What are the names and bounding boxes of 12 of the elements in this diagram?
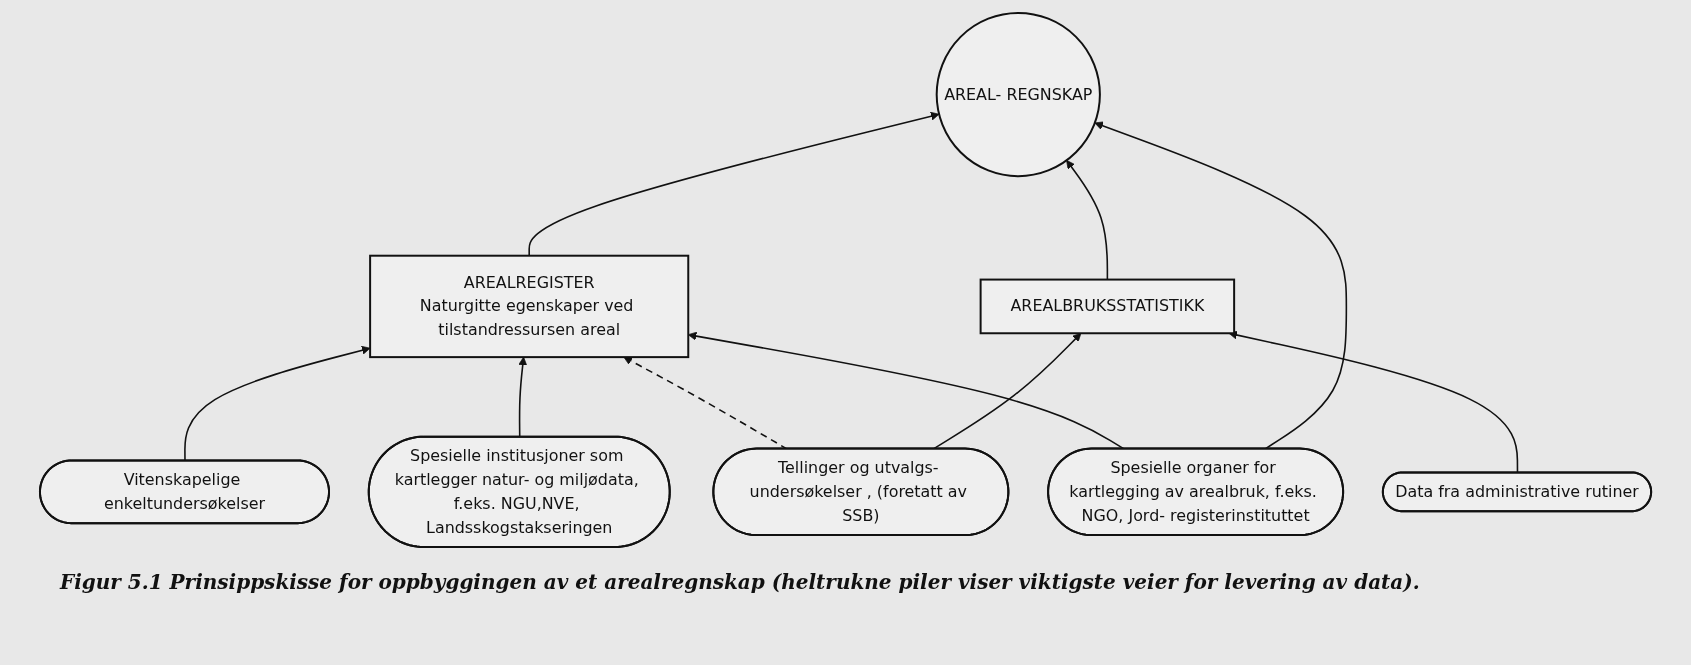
figure-caption: Figur 5.1 Prinsippskisse for oppbyggingen av et arealregnskap (heltrukne piler viser viktigste veier for levering av data).	[60, 570, 1421, 594]
arrow	[1094, 121, 1348, 450]
arrow	[1066, 159, 1109, 281]
arrow	[1228, 330, 1519, 474]
arrow	[623, 356, 788, 450]
arrow	[528, 111, 940, 257]
arrow	[184, 345, 371, 462]
arrow	[518, 356, 528, 438]
node-box: AREALREGISTER Naturgitte egenskaper ved tilstandressursen areal	[369, 254, 690, 359]
node-box: AREALBRUKSSTATISTIKK	[979, 278, 1236, 335]
node-circle: AREAL- REGNSKAP	[935, 11, 1101, 178]
arrow	[932, 332, 1082, 450]
